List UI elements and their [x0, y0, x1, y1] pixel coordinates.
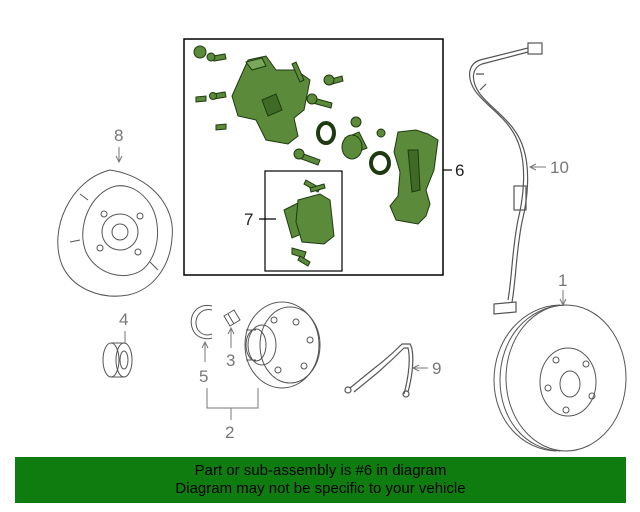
wheel-bearing[interactable] — [102, 342, 133, 378]
caliper-assembly[interactable] — [193, 45, 439, 267]
disclaimer-banner: Part or sub-assembly is #6 in diagram Di… — [15, 457, 626, 503]
parts-diagram: 6 7 8 4 — [57, 38, 627, 452]
banner-line-1: Part or sub-assembly is #6 in diagram — [194, 462, 447, 479]
abs-sensor[interactable] — [469, 42, 543, 315]
brake-rotor[interactable] — [493, 304, 627, 452]
snap-ring[interactable] — [190, 304, 213, 340]
callout-8-label: 8 — [114, 126, 123, 145]
brake-hose[interactable] — [344, 343, 414, 398]
callout-7-label: 7 — [244, 210, 253, 229]
hub-bolt[interactable] — [223, 309, 241, 327]
callout-9-label: 9 — [432, 359, 441, 378]
callout-1-label: 1 — [558, 271, 567, 290]
wheel-hub[interactable] — [244, 301, 321, 389]
banner-line-2: Diagram may not be specific to your vehi… — [175, 480, 466, 497]
callout-5-label: 5 — [199, 367, 208, 386]
callout-4-label: 4 — [119, 310, 128, 329]
dust-shield[interactable] — [57, 169, 173, 297]
callout-10-label: 10 — [550, 158, 569, 177]
callout-2-bracket — [206, 388, 259, 420]
callout-6-label: 6 — [455, 161, 464, 180]
pad-kit-7-frame — [264, 170, 343, 272]
callout-3-label: 3 — [226, 351, 235, 370]
callout-2-label: 2 — [225, 423, 234, 442]
